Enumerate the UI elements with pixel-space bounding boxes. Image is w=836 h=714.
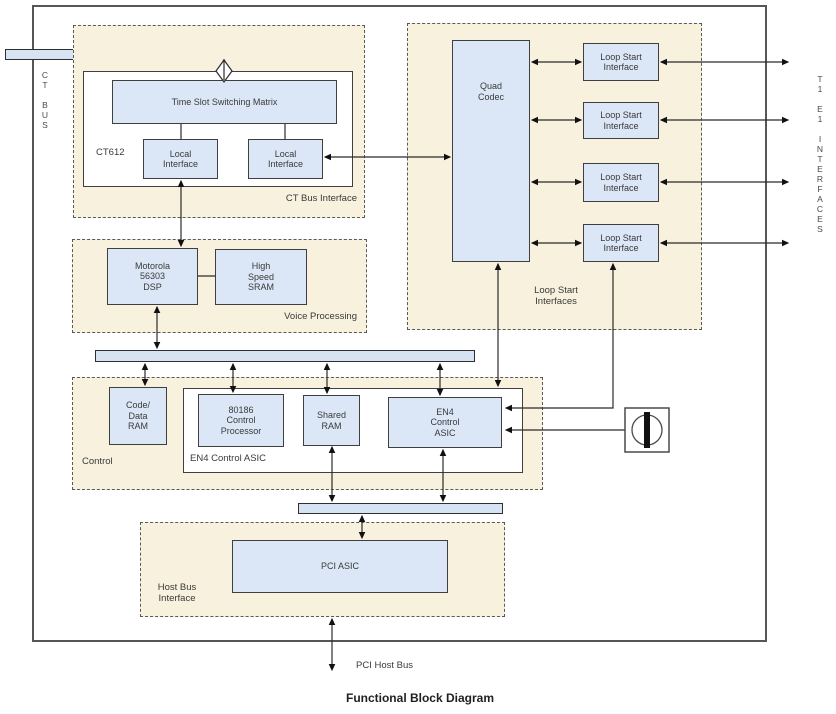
quad-codec-block: Quad Codec — [452, 40, 530, 262]
80186-processor-block: 80186 Control Processor — [198, 394, 284, 447]
en4-container-label: EN4 Control ASIC — [190, 453, 267, 464]
local-interface-right-block: Local Interface — [248, 139, 323, 179]
motorola-dsp-block: Motorola 56303 DSP — [107, 248, 198, 305]
ct-bus-interface-group-label: CT Bus Interface — [285, 193, 357, 204]
t1-e1-interfaces-vertical-label: T 1 E 1 I N T E R F A C E S — [816, 74, 824, 234]
ct-bus-vertical-label: C T B U S — [41, 70, 49, 130]
loop-start-interfaces-group-label: Loop Start Interfaces — [534, 285, 578, 307]
loop-start-interface-block: Loop Start Interface — [583, 224, 659, 262]
pci-host-bus-label: PCI Host Bus — [356, 660, 414, 671]
pci-asic-block: PCI ASIC — [232, 540, 448, 593]
diagram-title: Functional Block Diagram — [345, 691, 495, 705]
loop-start-interface-block: Loop Start Interface — [583, 163, 659, 202]
control-bus-bar — [95, 350, 475, 362]
host-bus-interface-group-label: Host Bus Interface — [157, 582, 197, 604]
code-data-ram-block: Code/ Data RAM — [109, 387, 167, 445]
voice-processing-group-label: Voice Processing — [284, 311, 357, 322]
shared-ram-block: Shared RAM — [303, 395, 360, 446]
loop-start-interface-block: Loop Start Interface — [583, 102, 659, 139]
en4-control-asic-block: EN4 Control ASIC — [388, 397, 502, 448]
control-group-label: Control — [82, 456, 113, 467]
time-slot-switching-matrix-block: Time Slot Switching Matrix — [112, 80, 337, 124]
loop-start-interface-block: Loop Start Interface — [583, 43, 659, 81]
local-interface-left-block: Local Interface — [143, 139, 218, 179]
ct612-label: CT612 — [96, 147, 125, 158]
host-bus-bar — [298, 503, 503, 514]
high-speed-sram-block: High Speed SRAM — [215, 249, 307, 305]
